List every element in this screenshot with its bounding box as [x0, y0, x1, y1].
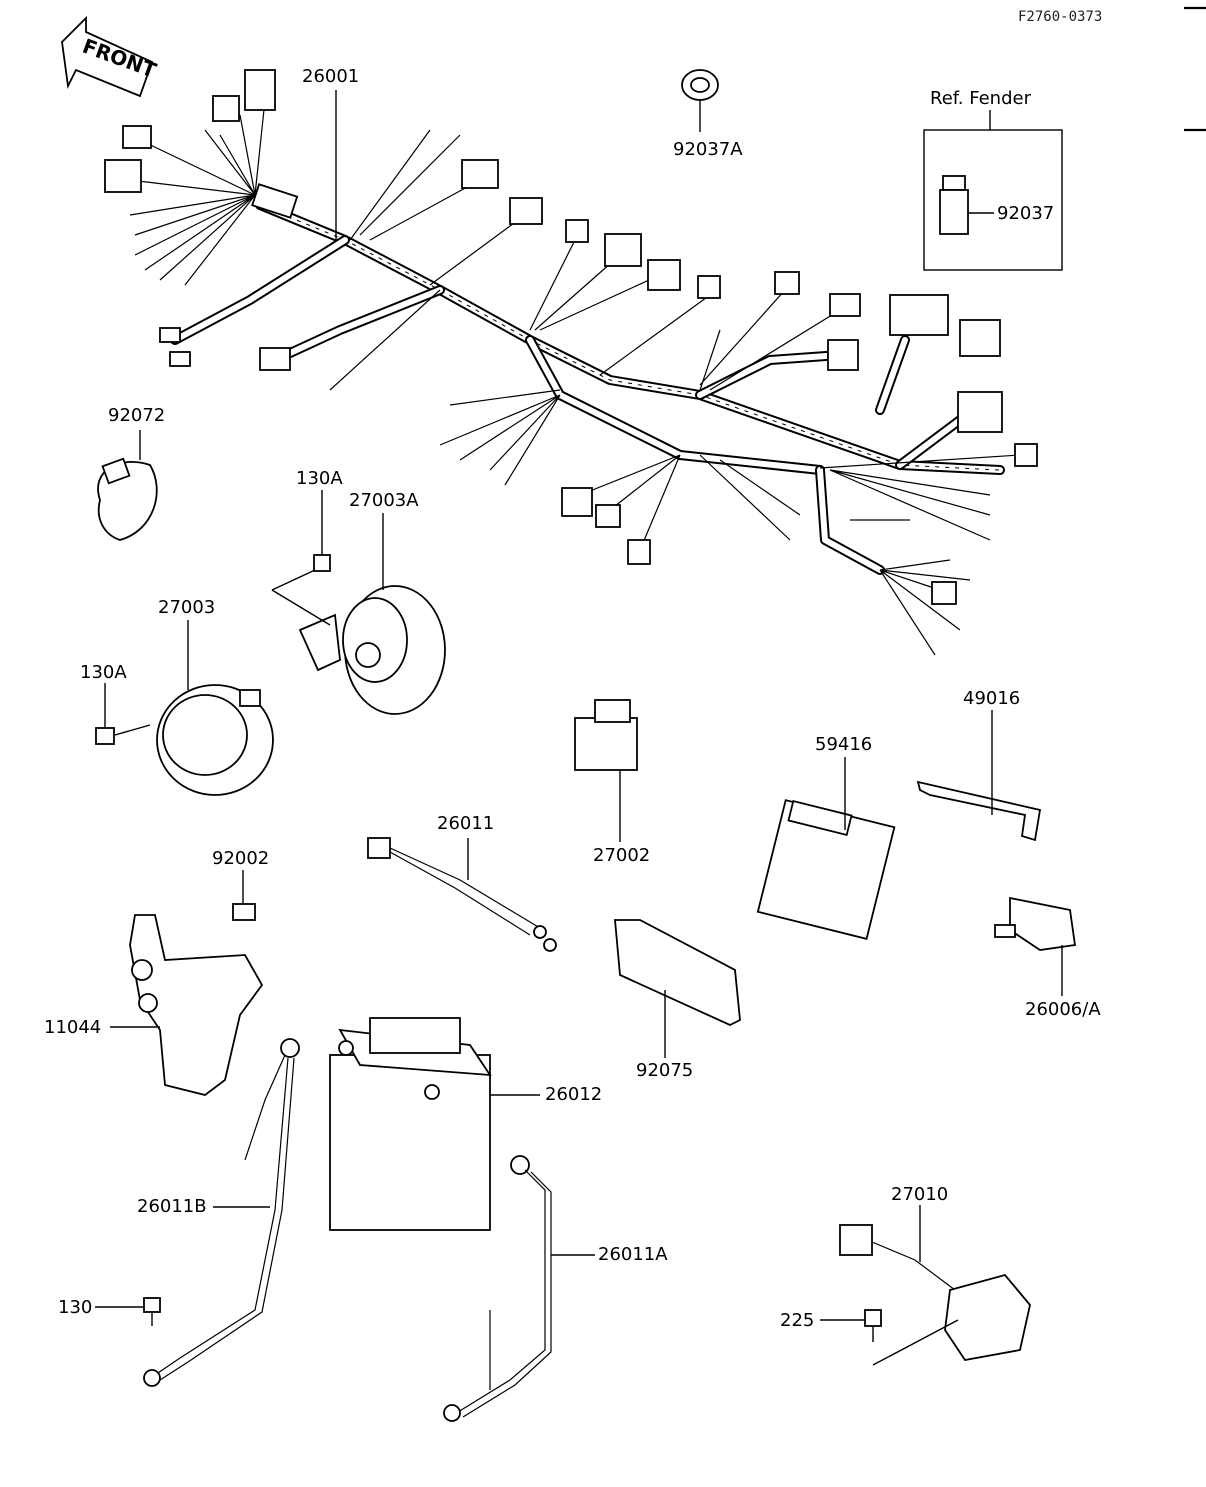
horn-27003 [95, 620, 274, 796]
part-label-225: 225 [780, 1310, 815, 1331]
part-label-26006a: 26006/A [1025, 999, 1101, 1020]
cable-26011a [443, 1155, 595, 1422]
clamp-92037a [681, 69, 719, 132]
cover-92075 [614, 919, 741, 1058]
unit-59416 [756, 757, 896, 940]
band-92072 [97, 430, 158, 541]
nut-92002 [232, 870, 256, 921]
cover-49016 [916, 710, 1042, 842]
harness-connectors [104, 69, 1038, 605]
part-label-92002: 92002 [212, 848, 270, 869]
part-label-27002: 27002 [593, 845, 651, 866]
part-label-130a-top: 130A [296, 468, 343, 489]
part-label-26011a: 26011A [598, 1244, 668, 1265]
bracket-11044 [110, 914, 264, 1096]
part-label-92037: 92037 [997, 203, 1055, 224]
part-label-130a-bottom: 130A [80, 662, 127, 683]
cable-26011b [143, 1038, 300, 1387]
part-label-26011b: 26011B [137, 1196, 207, 1217]
front-arrow-icon: FRONT [61, 15, 160, 98]
fuse-holder-26006a [994, 896, 1077, 996]
part-label-59416: 59416 [815, 734, 873, 755]
relay-27002 [574, 699, 638, 842]
lead-26011 [367, 837, 557, 952]
part-label-92075: 92075 [636, 1060, 694, 1081]
ref-fender-box [923, 110, 1063, 271]
part-label-27003a: 27003A [349, 490, 419, 511]
ref-fender-title: Ref. Fender [930, 88, 1031, 109]
part-label-49016: 49016 [963, 688, 1021, 709]
part-label-130: 130 [58, 1297, 93, 1318]
part-label-26001: 26001 [302, 66, 360, 87]
bolt-130 [95, 1297, 161, 1326]
part-label-27003: 27003 [158, 597, 216, 618]
diagram-id: F2760-0373 [1018, 9, 1103, 25]
unit-27010 [820, 1205, 1031, 1366]
horn-27003a [271, 490, 446, 715]
part-label-11044: 11044 [44, 1017, 102, 1038]
main-wiring-harness [129, 99, 1021, 656]
battery-26012 [329, 1017, 540, 1231]
part-label-26012: 26012 [545, 1084, 603, 1105]
part-label-92037a: 92037A [673, 139, 743, 160]
part-label-92072: 92072 [108, 405, 166, 426]
part-label-26011: 26011 [437, 813, 495, 834]
part-label-27010: 27010 [891, 1184, 949, 1205]
